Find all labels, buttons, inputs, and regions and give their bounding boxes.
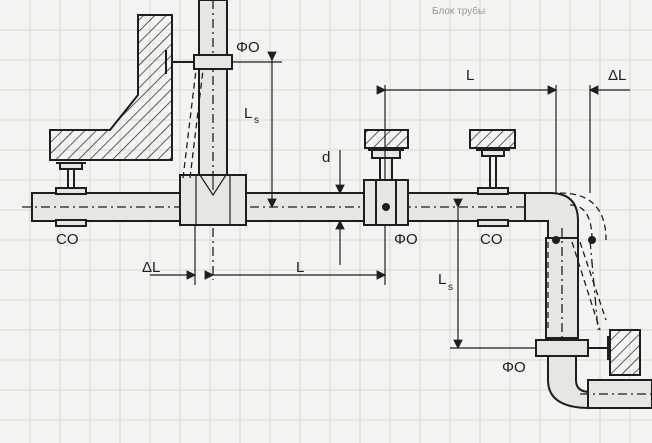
label-ls-left-sub: s [254,115,259,126]
top-small-wall-2 [469,129,516,149]
sliding-support-left [55,162,87,227]
upper-right-elbow [524,192,579,241]
label-l-bottom: L [296,259,304,276]
right-pipe-displaced-outline [571,241,601,331]
label-delta-l-bottom: ΔL [142,259,160,276]
label-diameter: d [322,149,330,166]
middle-fixed-point [363,149,409,226]
label-fixed-point-top: ΦO [236,39,260,56]
label-co-left: CO [56,231,79,248]
label-ls-right: L [438,271,446,288]
label-fixed-point-middle: ΦO [394,231,418,248]
label-delta-l-top: ΔL [608,67,626,84]
upper-left-wall [49,14,173,161]
label-ls-left: L [244,105,252,122]
riser-fixed-clamp [193,54,233,70]
top-small-wall-1 [364,129,409,149]
main-horizontal-pipe [31,192,538,222]
label-l-top: L [466,67,474,84]
lower-right-wall [609,329,641,376]
lower-elbow [547,355,591,410]
sliding-support-right [476,149,510,227]
label-co-right: CO [480,231,503,248]
label-ls-right-sub: s [448,282,453,293]
header-text: Блок трубы [432,5,485,17]
label-fixed-point-bottom: ΦO [502,359,526,376]
riser-displaced-outline [182,69,197,179]
